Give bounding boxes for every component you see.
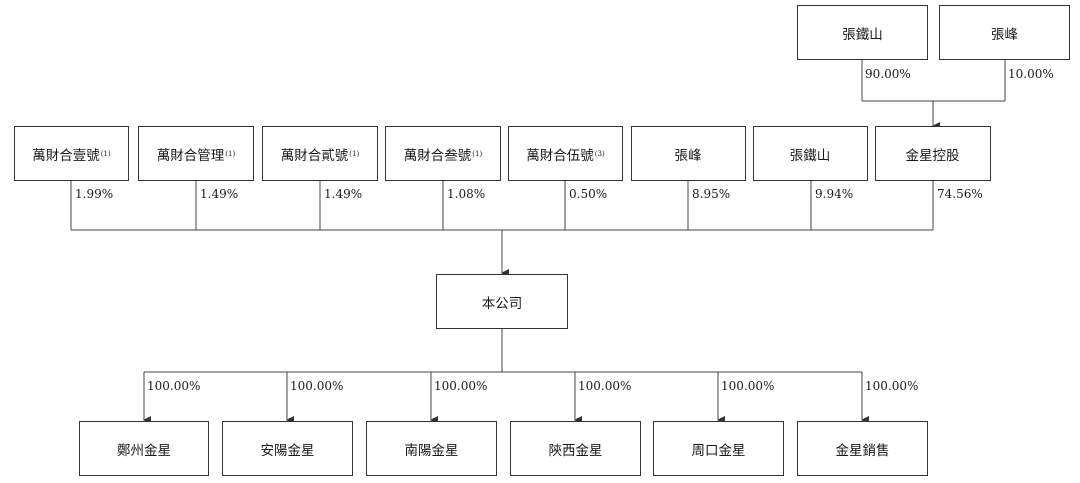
- subsidiary-box: 周口金星: [653, 421, 784, 476]
- controller-label: 張峰: [991, 26, 1018, 43]
- shareholder-label: 萬財合貳號: [280, 147, 349, 164]
- subsidiary-label: 陝西金星: [548, 442, 603, 459]
- subsidiary-pct: 100.00%: [290, 379, 344, 393]
- shareholder-pct: 1.99%: [75, 187, 114, 201]
- shareholder-pct: 0.50%: [569, 187, 608, 201]
- footnote-marker: (1): [472, 149, 483, 158]
- subsidiary-pct: 100.00%: [865, 379, 919, 393]
- shareholder-box: 萬財合管理(1): [138, 126, 254, 181]
- subsidiary-box: 南陽金星: [366, 421, 497, 476]
- shareholder-label: 萬財合伍號: [526, 147, 594, 164]
- footnote-marker: (1): [225, 149, 236, 158]
- company-box: 本公司: [436, 274, 568, 329]
- shareholder-pct: 1.49%: [324, 187, 363, 201]
- controller-label: 張鐵山: [842, 26, 883, 43]
- shareholder-box: 金星控股: [875, 126, 991, 181]
- shareholder-pct: 74.56%: [937, 187, 983, 201]
- shareholder-label: 萬財合壹號: [32, 147, 100, 164]
- subsidiary-label: 南陽金星: [404, 442, 459, 459]
- shareholder-box: 萬財合叁號(1): [385, 126, 501, 181]
- shareholder-box: 萬財合壹號(1): [14, 126, 129, 181]
- shareholder-label: 萬財合叁號: [403, 147, 472, 164]
- footnote-marker: (1): [349, 149, 360, 158]
- shareholder-pct: 1.49%: [200, 187, 239, 201]
- company-label: 本公司: [481, 295, 523, 312]
- subsidiary-box: 陝西金星: [510, 421, 641, 476]
- shareholder-label: 金星控股: [905, 147, 960, 164]
- subsidiary-pct: 100.00%: [434, 379, 488, 393]
- subsidiary-label: 周口金星: [691, 442, 746, 459]
- shareholder-label: 萬財合管理: [156, 147, 225, 164]
- shareholder-box: 張峰: [631, 126, 746, 181]
- subsidiary-box: 金星銷售: [797, 421, 928, 476]
- controller-pct: 10.00%: [1008, 67, 1054, 81]
- subsidiary-label: 鄭州金星: [117, 442, 171, 459]
- shareholder-pct: 8.95%: [692, 187, 731, 201]
- subsidiary-pct: 100.00%: [578, 379, 632, 393]
- shareholder-pct: 1.08%: [447, 187, 486, 201]
- subsidiary-label: 金星銷售: [835, 442, 890, 459]
- subsidiary-pct: 100.00%: [721, 379, 775, 393]
- shareholder-pct: 9.94%: [815, 187, 854, 201]
- controller-pct: 90.00%: [865, 67, 911, 81]
- shareholder-box: 張鐵山: [753, 126, 868, 181]
- subsidiary-pct: 100.00%: [147, 379, 201, 393]
- shareholder-box: 萬財合伍號(3): [508, 126, 623, 181]
- footnote-marker: (3): [594, 149, 605, 158]
- controller-box-zhang-tieshan: 張鐵山: [797, 5, 928, 60]
- subsidiary-box: 安陽金星: [222, 421, 353, 476]
- subsidiary-box: 鄭州金星: [79, 421, 209, 476]
- shareholder-label: 張峰: [674, 147, 702, 164]
- shareholder-label: 張鐵山: [789, 147, 831, 164]
- shareholder-box: 萬財合貳號(1): [262, 126, 378, 181]
- subsidiary-label: 安陽金星: [260, 442, 315, 459]
- footnote-marker: (1): [100, 149, 111, 158]
- controller-box-zhang-feng: 張峰: [939, 5, 1070, 60]
